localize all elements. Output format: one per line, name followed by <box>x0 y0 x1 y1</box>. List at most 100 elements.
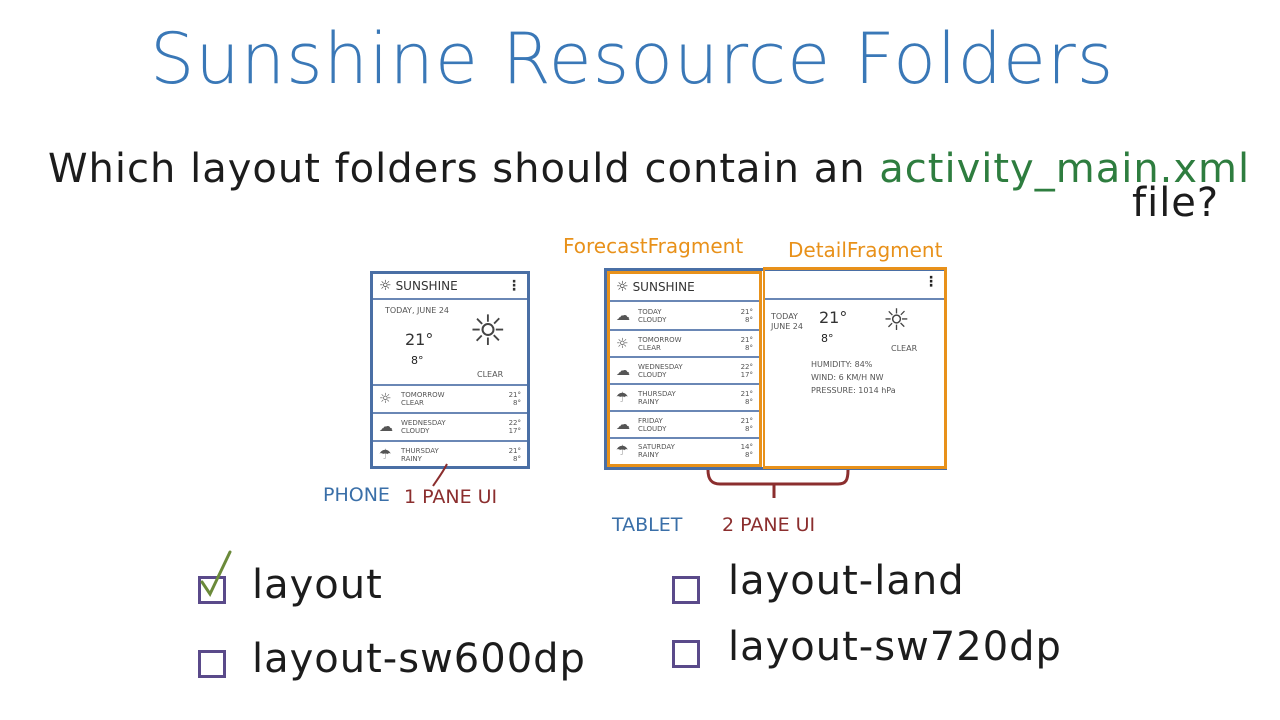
detail-date-2: JUNE 24 <box>771 322 803 331</box>
low-label: 17° <box>740 370 753 379</box>
phone-high-temp: 21° <box>405 330 434 349</box>
high-label: 14° <box>740 443 753 451</box>
question-text: Which layout folders should contain an a… <box>48 146 1250 192</box>
low-label: 8° <box>745 397 753 406</box>
day-label: TOMORROW <box>638 335 682 344</box>
sun-icon: ☼ <box>616 279 629 295</box>
high-label: 21° <box>508 447 521 455</box>
slide-title: Sunshine Resource Folders <box>150 18 1115 100</box>
rain-icon: ☂ <box>379 447 392 463</box>
option-layout-land-label: layout-land <box>728 558 965 604</box>
phone-mockup: ☼ SUNSHINE ⋮ TODAY, JUNE 24 21° 8° ☼ CLE… <box>370 271 530 469</box>
day-label: TOMORROW <box>401 391 445 399</box>
detail-low-temp: 8° <box>821 332 834 345</box>
question-suffix: file? <box>1132 180 1220 226</box>
tablet-bracket <box>706 469 850 498</box>
high-label: 22° <box>508 419 521 427</box>
tablet-app-bar: ☼ SUNSHINE <box>610 274 759 302</box>
question-filename: activity_main.xml <box>879 146 1251 192</box>
phone-low-temp: 8° <box>411 354 424 367</box>
phone-condition: CLEAR <box>477 370 504 379</box>
option-layout-sw600dp-label: layout-sw600dp <box>252 636 586 682</box>
detail-high-temp: 21° <box>819 308 848 327</box>
desc-label: RAINY <box>638 397 659 406</box>
cloud-icon: ☁ <box>616 307 630 324</box>
day-label: THURSDAY <box>638 389 676 398</box>
cloud-icon: ☁ <box>379 419 393 435</box>
detail-fragment-label: DetailFragment <box>788 238 943 262</box>
option-layout-sw720dp-label: layout-sw720dp <box>728 624 1062 670</box>
cloud-icon: ☁ <box>616 362 630 379</box>
day-label: THURSDAY <box>401 447 439 455</box>
desc-label: CLOUDY <box>638 424 667 433</box>
sun-icon: ☼ <box>379 391 392 407</box>
high-label: 21° <box>740 416 753 425</box>
cloud-icon: ☁ <box>616 416 630 433</box>
phone-pointer-line <box>432 463 448 487</box>
high-label: 22° <box>740 362 753 371</box>
detail-date-1: TODAY <box>771 312 798 321</box>
sun-icon: ☼ <box>616 335 629 352</box>
low-label: 8° <box>745 451 753 459</box>
low-label: 17° <box>508 427 521 435</box>
phone-app-name: SUNSHINE <box>395 279 458 293</box>
rain-icon: ☂ <box>616 389 629 406</box>
desc-label: RAINY <box>638 451 659 459</box>
checkbox-layout-sw720dp[interactable] <box>672 640 700 668</box>
day-label: SATURDAY <box>638 443 675 451</box>
low-label: 8° <box>745 315 753 324</box>
checkbox-layout-sw600dp[interactable] <box>198 650 226 678</box>
desc-label: CLOUDY <box>638 370 667 379</box>
day-label: FRIDAY <box>638 416 663 425</box>
high-label: 21° <box>508 391 521 399</box>
detail-condition: CLEAR <box>891 344 918 353</box>
desc-label: CLEAR <box>401 399 424 407</box>
checkbox-layout[interactable] <box>198 576 226 604</box>
high-label: 21° <box>740 307 753 316</box>
detail-fragment-pane: ⋮ TODAY JUNE 24 21° 8° ☼ CLEAR HUMIDITY:… <box>763 267 947 469</box>
high-label: 21° <box>740 335 753 344</box>
large-sun-icon: ☼ <box>469 306 507 355</box>
tablet-label: TABLET <box>612 514 683 536</box>
detail-app-bar: ⋮ <box>765 270 944 300</box>
high-label: 21° <box>740 389 753 398</box>
large-sun-icon: ☼ <box>883 303 910 338</box>
sun-icon: ☼ <box>379 278 392 294</box>
detail-humidity: HUMIDITY: 84% <box>811 360 873 369</box>
phone-pane-label: 1 PANE UI <box>404 486 498 508</box>
low-label: 8° <box>513 455 521 463</box>
rain-icon: ☂ <box>616 443 629 459</box>
overflow-menu-icon: ⋮ <box>507 278 521 294</box>
tablet-pane-label: 2 PANE UI <box>722 514 816 536</box>
forecast-fragment-label: ForecastFragment <box>563 234 744 258</box>
low-label: 8° <box>513 399 521 407</box>
tablet-app-name: SUNSHINE <box>632 280 695 294</box>
phone-label: PHONE <box>323 484 390 506</box>
desc-label: CLOUDY <box>638 315 667 324</box>
phone-app-bar: ☼ SUNSHINE ⋮ <box>373 274 527 300</box>
detail-pressure: PRESSURE: 1014 hPa <box>811 386 896 395</box>
day-label: WEDNESDAY <box>401 419 446 427</box>
desc-label: CLOUDY <box>401 427 430 435</box>
checkbox-layout-land[interactable] <box>672 576 700 604</box>
low-label: 8° <box>745 343 753 352</box>
phone-today-card: TODAY, JUNE 24 21° 8° ☼ CLEAR <box>373 300 527 384</box>
option-layout-label: layout <box>252 562 383 608</box>
day-label: WEDNESDAY <box>638 362 683 371</box>
checkmark-icon <box>200 550 232 598</box>
detail-wind: WIND: 6 KM/H NW <box>811 373 884 382</box>
day-label: TODAY <box>638 307 662 316</box>
low-label: 8° <box>745 424 753 433</box>
phone-date: TODAY, JUNE 24 <box>385 306 450 315</box>
